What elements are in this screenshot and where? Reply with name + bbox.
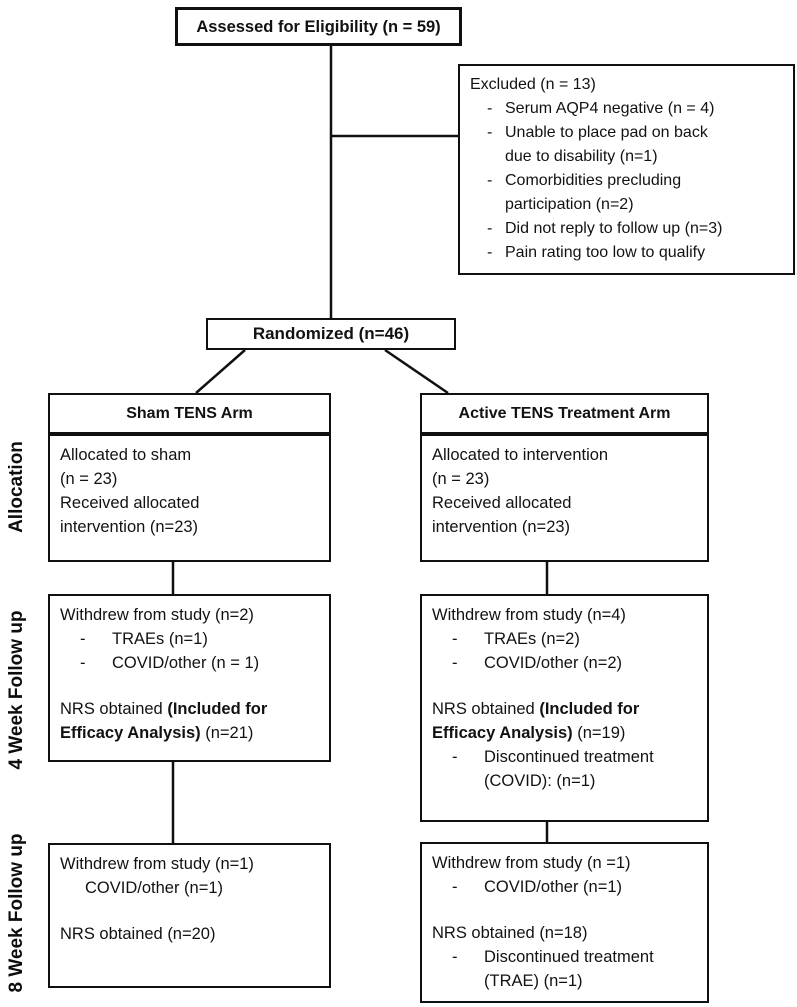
excluded-box: Excluded (n = 13) - Serum AQP4 negative … — [458, 64, 795, 275]
stage-label-allocation: Allocation — [6, 441, 27, 533]
sham-allocation-box: Allocated to sham (n = 23) Received allo… — [48, 434, 331, 562]
dash-icon: - — [487, 124, 493, 141]
excluded-item: - Comorbidities precluding participation… — [470, 169, 783, 217]
active-week8-box: Withdrew from study (n =1) - COVID/other… — [420, 842, 709, 1003]
dash-icon: - — [452, 748, 458, 766]
sham-week4-nrs-line: NRS obtained (Included for Efficacy Anal… — [60, 700, 268, 742]
assessed-label: Assessed for Eligibility (n = 59) — [196, 17, 441, 36]
active-week4-item: - Discontinued treatment (COVID): (n=1) — [432, 745, 697, 793]
active-arm-header-label: Active TENS Treatment Arm — [458, 404, 671, 422]
dash-icon: - — [452, 654, 458, 672]
sham-week4-item: - COVID/other (n = 1) — [60, 651, 319, 675]
active-week8-title: Withdrew from study (n =1) — [432, 854, 631, 872]
sham-week4-item: - TRAEs (n=1) — [60, 627, 319, 651]
excluded-item: - Unable to place pad on back due to dis… — [470, 121, 783, 169]
dash-icon: - — [487, 100, 493, 117]
dash-icon: - — [452, 878, 458, 896]
excluded-title: Excluded (n = 13) — [470, 76, 596, 93]
sham-arm-header-box: Sham TENS Arm — [48, 393, 331, 434]
active-allocation-text: Allocated to intervention (n = 23) Recei… — [432, 446, 609, 536]
sham-week8-box: Withdrew from study (n=1) COVID/other (n… — [48, 843, 331, 988]
dash-icon: - — [487, 220, 493, 237]
sham-arm-header-label: Sham TENS Arm — [126, 404, 253, 422]
active-allocation-box: Allocated to intervention (n = 23) Recei… — [420, 434, 709, 562]
active-week8-item: - COVID/other (n=1) — [432, 875, 697, 899]
sham-allocation-text: Allocated to sham (n = 23) Received allo… — [60, 446, 200, 536]
sham-week4-title: Withdrew from study (n=2) — [60, 606, 254, 624]
stage-label-4-week-follow-up: 4 Week Follow up — [6, 610, 27, 770]
dash-icon: - — [487, 172, 493, 189]
dash-icon: - — [80, 630, 86, 648]
dash-icon: - — [452, 948, 458, 966]
randomized-label: Randomized (n=46) — [252, 324, 410, 343]
active-week8-item: - Discontinued treatment (TRAE) (n=1) — [432, 945, 697, 993]
sham-week8-subline: COVID/other (n=1) — [85, 879, 224, 897]
excluded-item: - Pain rating too low to qualify — [470, 241, 783, 265]
sham-week4-box: Withdrew from study (n=2) - TRAEs (n=1) … — [48, 594, 331, 762]
stage-label-8-week-follow-up: 8 Week Follow up — [6, 833, 27, 993]
excluded-item: - Did not reply to follow up (n=3) — [470, 217, 783, 241]
sham-week8-nrs-line: NRS obtained (n=20) — [60, 925, 216, 943]
excluded-item: - Serum AQP4 negative (n = 4) — [470, 97, 783, 121]
randomized-box: Randomized (n=46) — [206, 318, 456, 350]
dash-icon: - — [452, 630, 458, 648]
assessed-box: Assessed for Eligibility (n = 59) — [175, 7, 462, 46]
active-week4-item: - TRAEs (n=2) — [432, 627, 697, 651]
active-week4-box: Withdrew from study (n=4) - TRAEs (n=2) … — [420, 594, 709, 822]
dash-icon: - — [487, 244, 493, 261]
active-week4-item: - COVID/other (n=2) — [432, 651, 697, 675]
active-week4-nrs-line: NRS obtained (Included for Efficacy Anal… — [432, 700, 640, 742]
sham-week8-title: Withdrew from study (n=1) — [60, 855, 254, 873]
active-week8-nrs-line: NRS obtained (n=18) — [432, 924, 588, 942]
dash-icon: - — [80, 654, 86, 672]
active-arm-header-box: Active TENS Treatment Arm — [420, 393, 709, 434]
active-week4-title: Withdrew from study (n=4) — [432, 606, 626, 624]
